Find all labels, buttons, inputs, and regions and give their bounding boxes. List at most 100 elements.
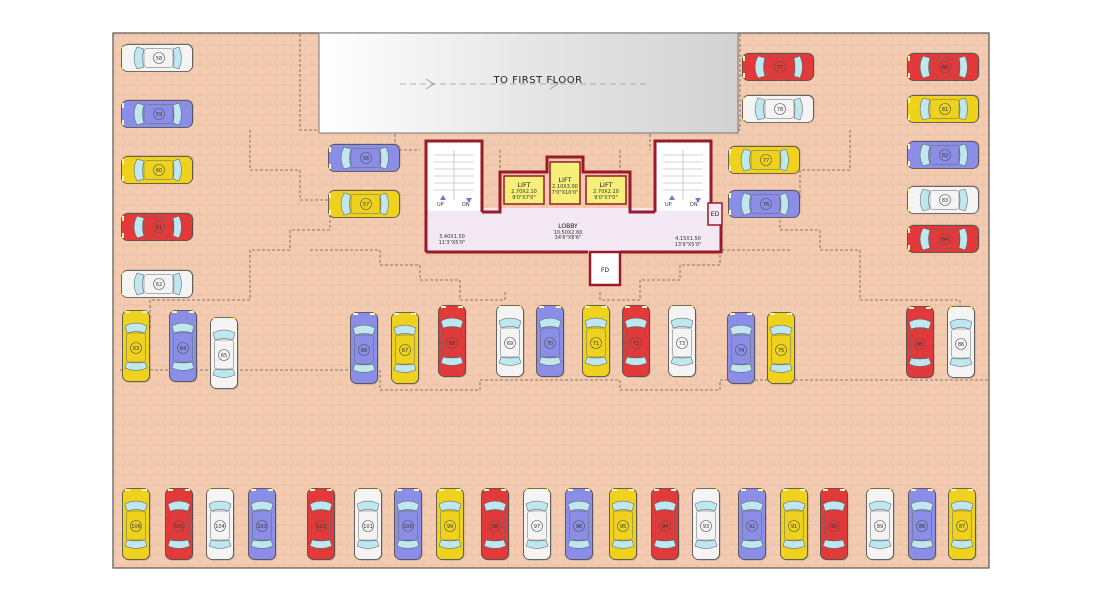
car-number-circle xyxy=(774,103,786,115)
car-rear-window xyxy=(740,539,764,549)
car-windshield xyxy=(769,324,793,336)
car-light xyxy=(787,313,792,315)
car-windshield xyxy=(740,148,752,172)
car-number: 57 xyxy=(363,202,369,208)
car-light xyxy=(928,489,933,491)
parked-car: 89 xyxy=(866,488,895,561)
car-roof xyxy=(126,510,146,541)
car-windshield xyxy=(440,317,464,329)
car-windshield xyxy=(356,500,380,512)
car-number: 99 xyxy=(447,524,453,530)
car-number-circle xyxy=(939,61,951,73)
parked-car: 103 xyxy=(248,488,277,561)
car-light xyxy=(456,489,461,491)
parked-car: 57 xyxy=(328,189,401,218)
car-windshield xyxy=(729,324,753,336)
car-light xyxy=(441,306,446,308)
car-rear-window xyxy=(611,539,635,549)
car-rear-window xyxy=(584,356,608,366)
car-light xyxy=(122,120,124,125)
car-light xyxy=(556,306,561,308)
car-number: 87 xyxy=(959,524,965,530)
car-number-circle xyxy=(315,520,327,532)
lift-3 xyxy=(585,175,627,205)
car-number: 62 xyxy=(156,282,162,288)
car-roof xyxy=(696,510,716,541)
right-stair-dim1: 4.15X1.50 xyxy=(675,236,701,242)
car-number: 98 xyxy=(492,524,498,530)
car-number: 78 xyxy=(777,107,783,113)
car-windshield xyxy=(754,55,766,79)
car-light xyxy=(539,306,544,308)
car-windshield xyxy=(340,192,352,216)
car-light xyxy=(543,489,548,491)
car-light xyxy=(585,489,590,491)
car-rear-window xyxy=(694,539,718,549)
car-number-circle xyxy=(544,337,556,349)
car-number: 96 xyxy=(576,524,582,530)
car-number-circle xyxy=(360,198,372,210)
car-roof xyxy=(771,334,791,365)
car-light xyxy=(142,311,147,313)
car-number-circle xyxy=(446,337,458,349)
car-number-circle xyxy=(489,520,501,532)
car-number-circle xyxy=(939,103,951,115)
car-roof xyxy=(952,510,972,541)
fd-room xyxy=(588,250,622,287)
car-light xyxy=(394,313,399,315)
car-light xyxy=(886,489,891,491)
car-number-circle xyxy=(177,342,189,354)
car-light xyxy=(909,307,914,309)
parked-car: 64 xyxy=(169,310,198,383)
car-light xyxy=(142,489,147,491)
car-windshield xyxy=(483,500,507,512)
car-light xyxy=(908,245,910,250)
car-light xyxy=(122,103,124,108)
car-windshield xyxy=(919,97,931,121)
car-rear-window xyxy=(793,55,803,79)
car-light xyxy=(968,489,973,491)
car-windshield xyxy=(396,500,420,512)
car-number-circle xyxy=(153,52,165,64)
car-light xyxy=(908,161,910,166)
car-rear-window xyxy=(868,539,892,549)
car-windshield xyxy=(133,46,145,70)
car-light xyxy=(758,489,763,491)
car-roof xyxy=(126,332,146,363)
parked-car: 99 xyxy=(436,488,465,561)
car-light xyxy=(741,489,746,491)
car-rear-window xyxy=(769,363,793,373)
car-roof xyxy=(210,510,230,541)
car-windshield xyxy=(309,500,333,512)
car-light xyxy=(213,318,218,320)
car-number: 72 xyxy=(633,341,639,347)
lobby-name: LOBBY xyxy=(558,223,578,230)
car-rear-window xyxy=(212,368,236,378)
parked-car: 62 xyxy=(121,269,194,298)
car-number: 73 xyxy=(679,341,685,347)
car-windshield xyxy=(950,500,974,512)
car-light xyxy=(499,306,504,308)
parked-car: 102 xyxy=(307,488,336,561)
car-number-circle xyxy=(153,164,165,176)
lift-3-dim2: 9'0"X7'0" xyxy=(594,195,618,201)
car-roof xyxy=(750,194,781,214)
car-light xyxy=(122,233,124,238)
lobby-dim1: 10.50X2.60 xyxy=(554,230,583,236)
left-stair-dim2: 11'3"X5'0" xyxy=(439,240,466,246)
car-windshield xyxy=(624,317,648,329)
car-windshield xyxy=(124,500,148,512)
lobby-area xyxy=(426,208,721,252)
car-light xyxy=(729,149,731,154)
lift-3-name: LIFT xyxy=(599,181,612,189)
car-light xyxy=(654,489,659,491)
parked-car: 72 xyxy=(622,305,651,378)
car-light xyxy=(743,73,745,78)
parked-car: 106 xyxy=(122,488,151,561)
car-roof xyxy=(824,510,844,541)
car-rear-window xyxy=(958,55,968,79)
car-light xyxy=(329,193,331,198)
car-rear-window xyxy=(172,215,182,239)
car-roof xyxy=(764,57,795,77)
car-number: 67 xyxy=(402,348,408,354)
